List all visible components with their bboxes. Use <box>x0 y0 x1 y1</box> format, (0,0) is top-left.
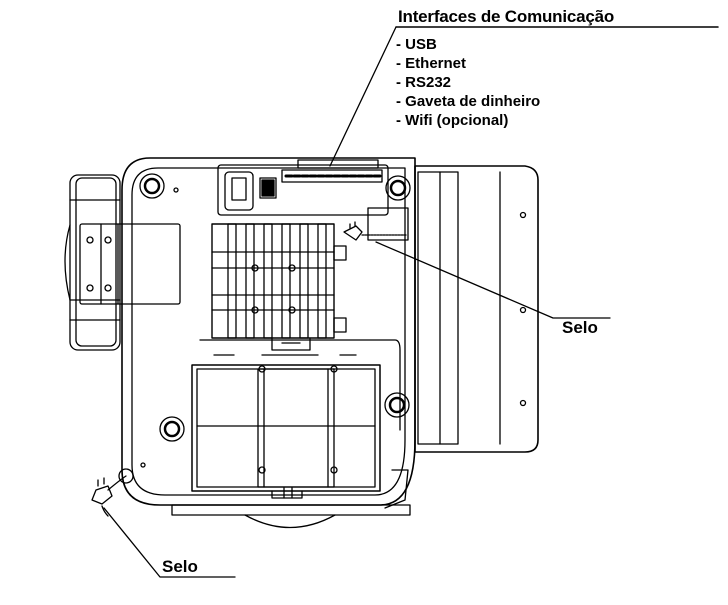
interface-item-cash-drawer: - Gaveta de dinheiro <box>396 93 541 110</box>
seal-label-right: Selo <box>562 318 598 337</box>
interface-item-usb: - USB <box>396 36 437 53</box>
interfaces-title: Interfaces de Comunicação <box>398 7 615 26</box>
side-roller-assembly <box>64 174 181 351</box>
seal-leader-right <box>375 241 611 319</box>
right-display-housing <box>414 165 539 453</box>
interface-connector-panel <box>217 159 389 216</box>
interfaces-list: - USB - Ethernet - RS232 - Gaveta de din… <box>396 35 540 130</box>
seal-leader-bottom <box>103 507 236 578</box>
interface-item-rs232: - RS232 <box>396 74 452 91</box>
screw-bosses <box>118 173 411 484</box>
seal-tag-bottom <box>91 475 127 517</box>
device-main-body <box>121 157 416 529</box>
seal-label-bottom: Selo <box>162 557 198 576</box>
interface-item-ethernet: - Ethernet <box>396 55 467 72</box>
seal-tag-right <box>343 207 409 241</box>
ventilation-grille <box>211 223 357 356</box>
interfaces-leader-line <box>329 26 719 167</box>
interface-item-wifi: - Wifi (opcional) <box>396 112 509 129</box>
lower-cover-panel <box>191 339 401 499</box>
